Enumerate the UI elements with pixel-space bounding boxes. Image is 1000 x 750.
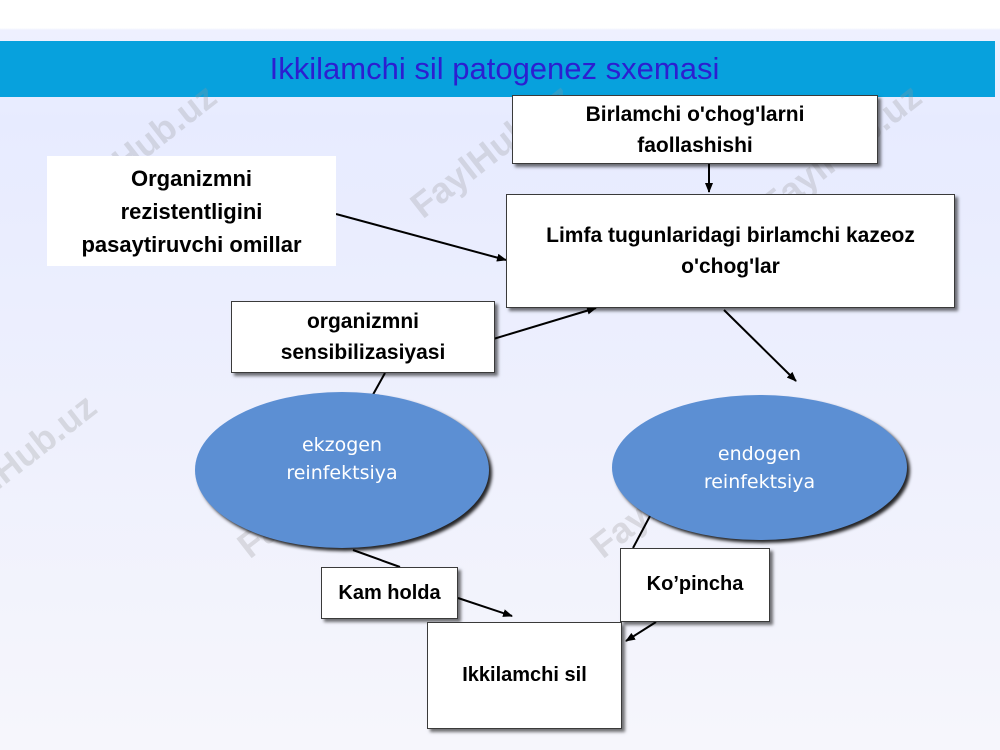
arrow-rarely-to-secondary [457, 597, 513, 617]
node-endogenous-label: endogen reinfektsiya [703, 442, 816, 493]
arrow-factors-to-foci [335, 213, 507, 262]
node-secondary-tb-label: Ikkilamchi sil [462, 664, 587, 686]
node-sensitization: organizmni sensibilizasiyasi [231, 301, 495, 373]
node-rarely-label: Kam holda [338, 581, 441, 604]
title-bar [0, 41, 995, 97]
line-exogenous-to-rarely [352, 549, 401, 568]
node-resistance-factors: Organizmni rezistentligini pasaytiruvchi… [47, 156, 336, 266]
arrow-foci-to-endogenous [723, 309, 797, 382]
node-lymph-foci-label: Limfa tugunlaridagi birlamchi kazeoz o'c… [546, 224, 915, 278]
node-mostly-label: Ko’pincha [646, 573, 744, 595]
node-exogenous-reinfection: ekzogen reinfektsiya [195, 392, 489, 548]
node-sensitization-label: organizmni sensibilizasiyasi [280, 310, 446, 364]
node-secondary-tb: Ikkilamchi sil [427, 622, 622, 729]
node-lymph-foci: Limfa tugunlaridagi birlamchi kazeoz o'c… [506, 194, 955, 308]
line-endogenous-to-mostly [632, 515, 651, 549]
node-primary-activation: Birlamchi o'chog'larni faollashishi [512, 95, 878, 164]
node-rarely: Kam holda [321, 567, 458, 619]
arrow-sensitization-to-foci [489, 306, 597, 341]
slide-title-text: Ikkilamchi sil patogenez sxemasi [269, 51, 720, 86]
slide-title: Ikkilamchi sil patogenez sxemasi [0, 41, 995, 97]
node-endogenous-reinfection: endogen reinfektsiya [612, 395, 907, 540]
node-mostly: Ko’pincha [620, 548, 770, 622]
node-exogenous-label: ekzogen reinfektsiya [286, 434, 398, 484]
node-resistance-factors-label: Organizmni rezistentligini pasaytiruvchi… [81, 165, 302, 257]
arrow-mostly-to-secondary [625, 621, 657, 642]
node-primary-activation-label: Birlamchi o'chog'larni faollashishi [585, 102, 805, 157]
